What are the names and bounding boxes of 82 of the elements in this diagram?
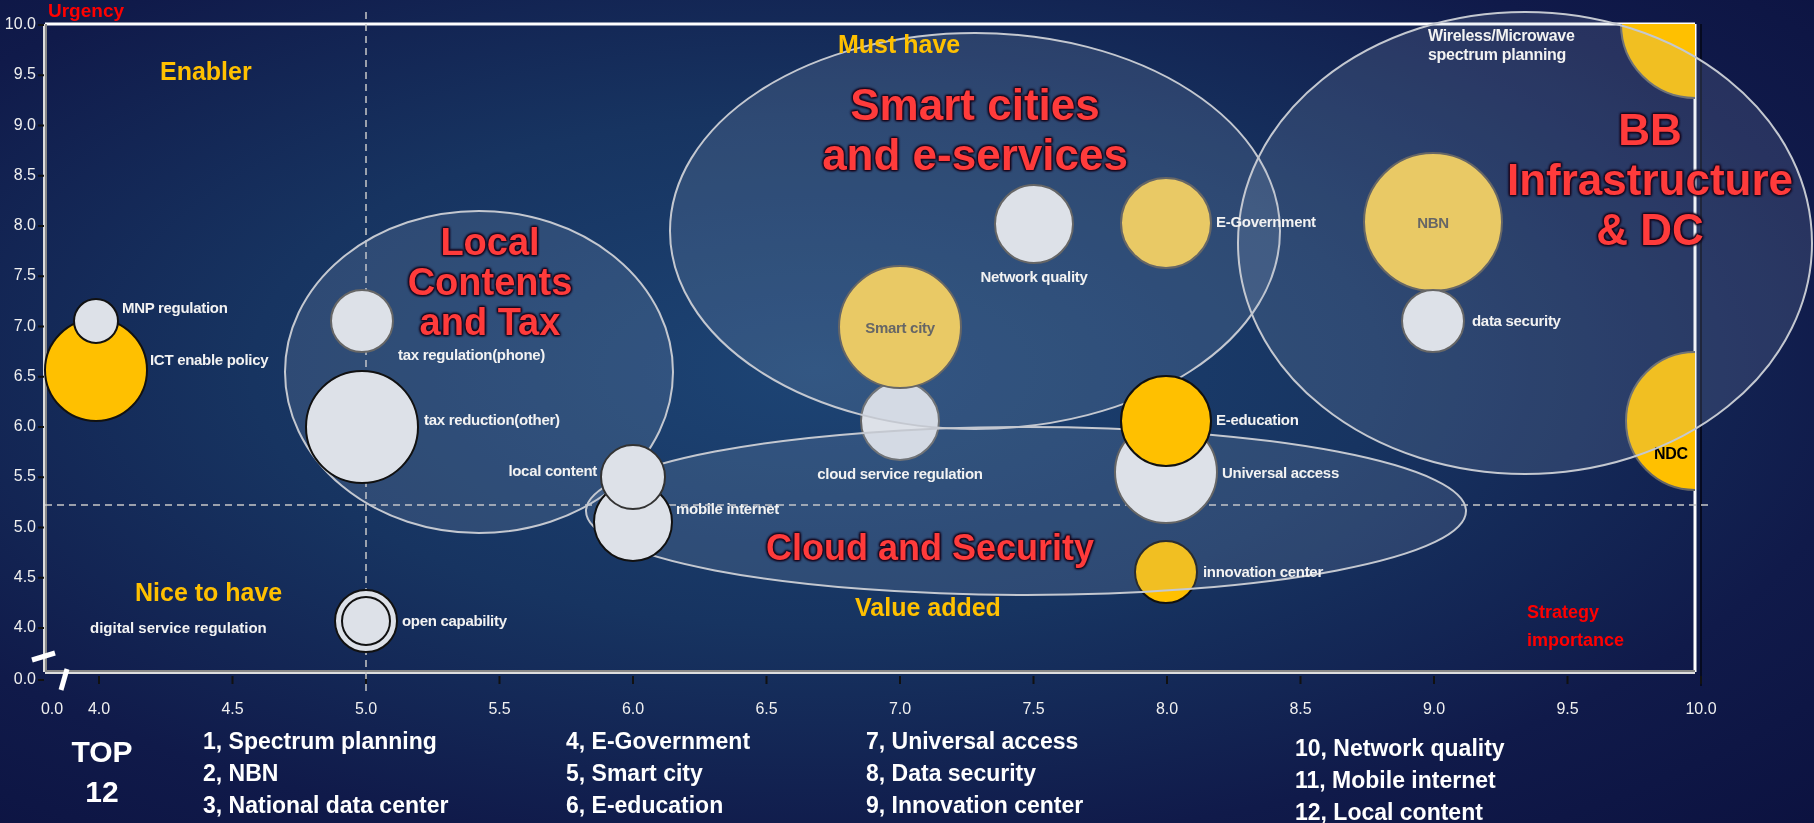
group-title: Smart cities and e-services [821, 80, 1129, 180]
bubble [1120, 375, 1212, 467]
bubble [73, 298, 119, 344]
list-item: 7, Universal access [866, 728, 1079, 755]
bubble [1625, 351, 1695, 491]
bubble [1401, 289, 1465, 353]
bubble-label: MNP regulation [122, 299, 228, 317]
tick-label: 6.5 [755, 700, 778, 718]
bubble [330, 289, 394, 353]
bubble-label: innovation center [1203, 563, 1323, 581]
tick-label: 0.0 [13, 670, 36, 688]
bubble-label: Universal access [1222, 464, 1339, 482]
bubble [1620, 24, 1695, 99]
bubble-label: open capability [402, 612, 507, 630]
list-item: 11, Mobile internet [1295, 767, 1496, 794]
tick-label: 8.5 [13, 165, 36, 184]
tick-label: 4.0 [87, 700, 111, 718]
bubble-label: Wireless/Microwave spectrum planning [1428, 26, 1576, 64]
bubble-label: cloud service regulation [817, 465, 983, 483]
tick-label: 6.5 [13, 366, 36, 385]
tick-label: 5.5 [488, 700, 511, 718]
bubble [1134, 540, 1198, 604]
tick-label: 10.0 [1685, 700, 1717, 718]
tick-label: 7.0 [888, 700, 912, 718]
tick-label: 9.0 [13, 115, 36, 134]
bubble-label: data security [1472, 312, 1561, 330]
tick-label: 6.0 [621, 700, 645, 718]
group-ellipse [284, 210, 674, 534]
axis-title: Urgency [48, 0, 125, 22]
bubble [1363, 152, 1503, 292]
list-item: 5, Smart city [566, 760, 703, 787]
bubble-label: ICT enable policy [150, 351, 269, 369]
tick-label: 7.5 [13, 266, 36, 285]
list-item: 10, Network quality [1295, 735, 1505, 762]
tick-label: 8.5 [1289, 700, 1312, 718]
tick-label: 5.5 [13, 467, 36, 486]
tick-label: 9.5 [1556, 700, 1579, 718]
tick-label: 7.5 [1022, 700, 1045, 718]
tick-label: 9.0 [1422, 700, 1446, 718]
bubble-label: tax regulation(phone) [398, 346, 546, 364]
list-item: 6, E-education [566, 792, 724, 819]
tick-label: 6.0 [13, 417, 36, 435]
tick-label: 9.5 [13, 65, 36, 84]
bubble [838, 265, 962, 389]
axis-title: Strategy importance [1527, 601, 1626, 652]
list-item: 4, E-Government [566, 728, 751, 755]
tick-label: 4.5 [221, 700, 244, 718]
tick-label: 7.0 [13, 316, 36, 335]
quadrant-label: Enabler [160, 57, 252, 86]
bubble [1120, 177, 1212, 269]
list-item: 1, Spectrum planning [203, 728, 437, 755]
list-heading: TOP 12 [70, 734, 134, 810]
bubble [600, 444, 666, 510]
list-item: 2, NBN [203, 760, 279, 787]
tick-label: 8.0 [13, 216, 36, 234]
group-title: Cloud and Security [764, 528, 1095, 568]
quadrant-label: Value added [855, 593, 1001, 622]
tick-label: 5.0 [354, 700, 378, 718]
bubble-label: tax reduction(other) [424, 411, 560, 429]
bubble [305, 370, 419, 484]
list-item: 8, Data security [866, 760, 1037, 787]
tick-label: 8.0 [1155, 700, 1179, 718]
bubble-text: NBN [1417, 213, 1449, 231]
list-item: 9, Innovation center [866, 792, 1084, 819]
bubble-label: Network quality [980, 268, 1088, 286]
list-item: 12, Local content [1295, 799, 1483, 823]
bubble [994, 184, 1074, 264]
quadrant-label: Nice to have [135, 578, 283, 607]
bubble-label: E-education [1216, 411, 1299, 429]
tick-label: 10.0 [4, 15, 36, 33]
tick-label: 4.5 [13, 567, 36, 586]
tick-label: 0.0 [40, 700, 64, 718]
tick-label: 4.0 [13, 618, 36, 636]
bubble-text: Smart city [865, 318, 935, 336]
bubble-label: digital service regulation [90, 619, 267, 636]
group-title: Local Contents and Tax [406, 222, 574, 342]
bubble-label: local content [508, 462, 597, 480]
list-item: 3, National data center [203, 792, 449, 819]
tick-label: 5.0 [13, 517, 36, 536]
bubble-label: mobile internet [676, 500, 779, 518]
bubble [334, 589, 398, 653]
bubble-text: NDC [1654, 445, 1688, 463]
